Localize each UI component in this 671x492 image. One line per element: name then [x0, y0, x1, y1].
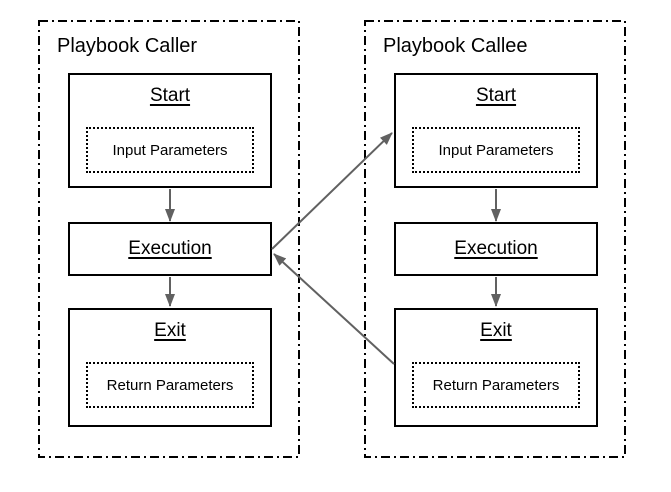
node-title-callee-exit: Exit — [480, 320, 512, 341]
node-title-callee-start: Start — [475, 85, 517, 106]
param-label-callee-return: Return Parameters — [432, 376, 560, 394]
node-callee-start: Start Input Parameters — [394, 73, 598, 188]
group-title-callee: Playbook Callee — [383, 35, 528, 57]
group-playbook-callee: Playbook Callee Start Input Parameters E… — [364, 20, 626, 458]
param-label-caller-input: Input Parameters — [112, 141, 228, 159]
group-playbook-caller: Playbook Caller Start Input Parameters E… — [38, 20, 300, 458]
param-box-caller-return: Return Parameters — [86, 362, 254, 408]
node-title-callee-execution: Execution — [454, 238, 538, 259]
group-title-caller: Playbook Caller — [57, 35, 198, 57]
param-box-caller-input: Input Parameters — [86, 127, 254, 173]
node-title-caller-execution: Execution — [128, 238, 212, 259]
node-caller-start: Start Input Parameters — [68, 73, 272, 188]
node-callee-exit: Exit Return Parameters — [394, 308, 598, 427]
node-callee-execution: Execution — [394, 222, 598, 276]
param-label-caller-return: Return Parameters — [106, 376, 234, 394]
param-box-callee-return: Return Parameters — [412, 362, 580, 408]
node-caller-execution: Execution — [68, 222, 272, 276]
param-label-callee-input: Input Parameters — [438, 141, 554, 159]
node-title-caller-exit: Exit — [154, 320, 186, 341]
node-title-caller-start: Start — [149, 85, 191, 106]
node-caller-exit: Exit Return Parameters — [68, 308, 272, 427]
param-box-callee-input: Input Parameters — [412, 127, 580, 173]
